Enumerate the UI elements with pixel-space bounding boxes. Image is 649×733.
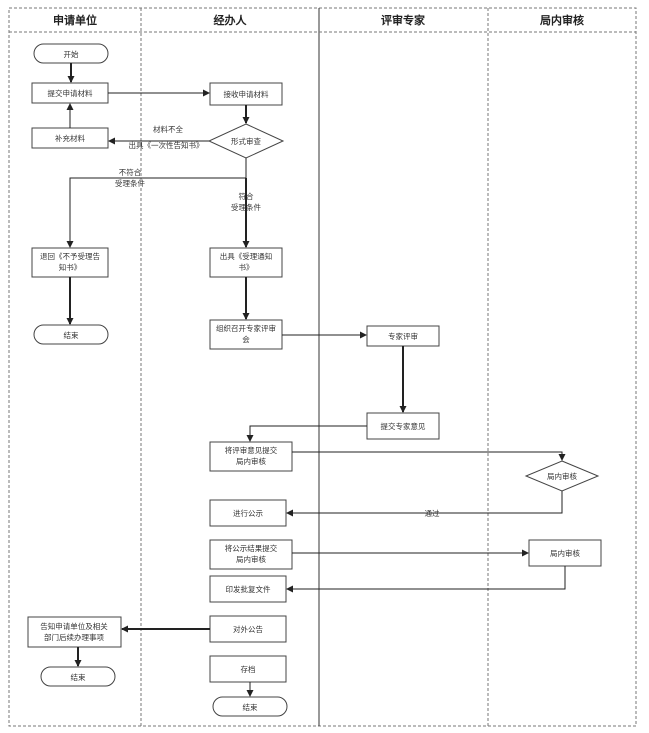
svg-text:将评审意见提交: 将评审意见提交 — [225, 445, 278, 455]
end-node-left-2: 结束 — [40, 666, 116, 687]
lane-header-internal: 局内审核 — [539, 13, 584, 27]
svg-text:局内审核: 局内审核 — [550, 548, 580, 558]
svg-text:提交申请材料: 提交申请材料 — [48, 88, 93, 98]
edge-label-not-meet-2: 受理条件 — [115, 178, 145, 188]
edge-label-pass: 通过 — [425, 508, 440, 518]
svg-text:局内审核: 局内审核 — [236, 456, 266, 466]
lane-header-handler: 经办人 — [214, 13, 248, 27]
edge-internal-publicity — [286, 491, 563, 517]
organize-expert-meeting-box: 组织召开专家评审 会 — [209, 319, 283, 350]
edge-audit-issue — [286, 566, 566, 593]
internal-review-diamond: 局内审核 — [524, 460, 600, 492]
svg-text:会: 会 — [242, 334, 250, 344]
svg-text:形式审查: 形式审查 — [231, 136, 261, 146]
svg-text:进行公示: 进行公示 — [233, 508, 263, 518]
svg-text:开始: 开始 — [64, 49, 79, 59]
announce-box: 对外公告 — [209, 615, 287, 643]
supplement-materials-box: 补充材料 — [31, 127, 109, 149]
publicity-box: 进行公示 — [209, 499, 287, 527]
svg-text:专家评审: 专家评审 — [388, 331, 418, 341]
svg-text:局内审核: 局内审核 — [236, 554, 266, 564]
svg-text:退回《不予受理告: 退回《不予受理告 — [40, 251, 100, 261]
svg-text:告知申请单位及相关: 告知申请单位及相关 — [40, 621, 108, 631]
edge-label-not-meet: 不符合 — [119, 167, 142, 177]
svg-text:组织召开专家评审: 组织召开专家评审 — [216, 323, 276, 333]
svg-text:结束: 结束 — [243, 702, 258, 712]
svg-text:补充材料: 补充材料 — [55, 133, 85, 143]
publicity-result-box: 将公示结果提交 局内审核 — [209, 539, 293, 570]
svg-text:印发批复文件: 印发批复文件 — [226, 584, 271, 594]
svg-text:提交专家意见: 提交专家意见 — [381, 421, 426, 431]
svg-text:接收申请材料: 接收申请材料 — [224, 89, 269, 99]
notify-applicant-box: 告知申请单位及相关 部门后续办理事项 — [27, 616, 122, 648]
internal-audit-box: 局内审核 — [528, 539, 602, 567]
expert-review-box: 专家评审 — [366, 325, 440, 347]
rejection-notice-box: 退回《不予受理告 知书》 — [31, 247, 109, 278]
edge-label-incomplete-2: 出具《一次性告知书》 — [129, 140, 204, 150]
svg-text:书》: 书》 — [239, 262, 254, 272]
svg-text:对外公告: 对外公告 — [233, 624, 263, 634]
svg-text:知书》: 知书》 — [59, 262, 82, 272]
archive-box: 存档 — [209, 655, 287, 683]
end-node-middle: 结束 — [212, 696, 288, 717]
svg-text:结束: 结束 — [64, 330, 79, 340]
acceptance-notice-box: 出具《受理通知 书》 — [209, 247, 283, 278]
submit-materials-box: 提交申请材料 — [31, 82, 109, 104]
submit-to-internal-box: 将评审意见提交 局内审核 — [209, 441, 293, 472]
issue-document-box: 印发批复文件 — [209, 575, 287, 603]
edge-label-incomplete: 材料不全 — [153, 124, 183, 134]
svg-text:存档: 存档 — [241, 664, 256, 674]
svg-text:局内审核: 局内审核 — [547, 471, 577, 481]
receive-materials-box: 接收申请材料 — [209, 82, 283, 106]
edge-submit-internal-review — [292, 451, 566, 461]
svg-text:将公示结果提交: 将公示结果提交 — [225, 543, 278, 553]
lane-header-applicant: 申请单位 — [53, 13, 97, 27]
lane-header-experts: 评审专家 — [381, 13, 426, 27]
edge-label-meet: 符合 — [239, 191, 254, 201]
start-node: 开始 — [33, 43, 109, 64]
edge-review-reject — [66, 158, 247, 248]
formal-review-diamond: 形式审查 — [207, 123, 285, 159]
svg-text:出具《受理通知: 出具《受理通知 — [220, 251, 273, 261]
swimlane-frame — [8, 7, 637, 727]
edge-opinion-submit — [246, 425, 367, 442]
end-node-left-1: 结束 — [33, 324, 109, 345]
svg-text:结束: 结束 — [71, 672, 86, 682]
edge-label-meet-2: 受理条件 — [231, 202, 261, 212]
submit-expert-opinion-box: 提交专家意见 — [366, 412, 440, 440]
svg-text:部门后续办理事项: 部门后续办理事项 — [44, 632, 104, 642]
